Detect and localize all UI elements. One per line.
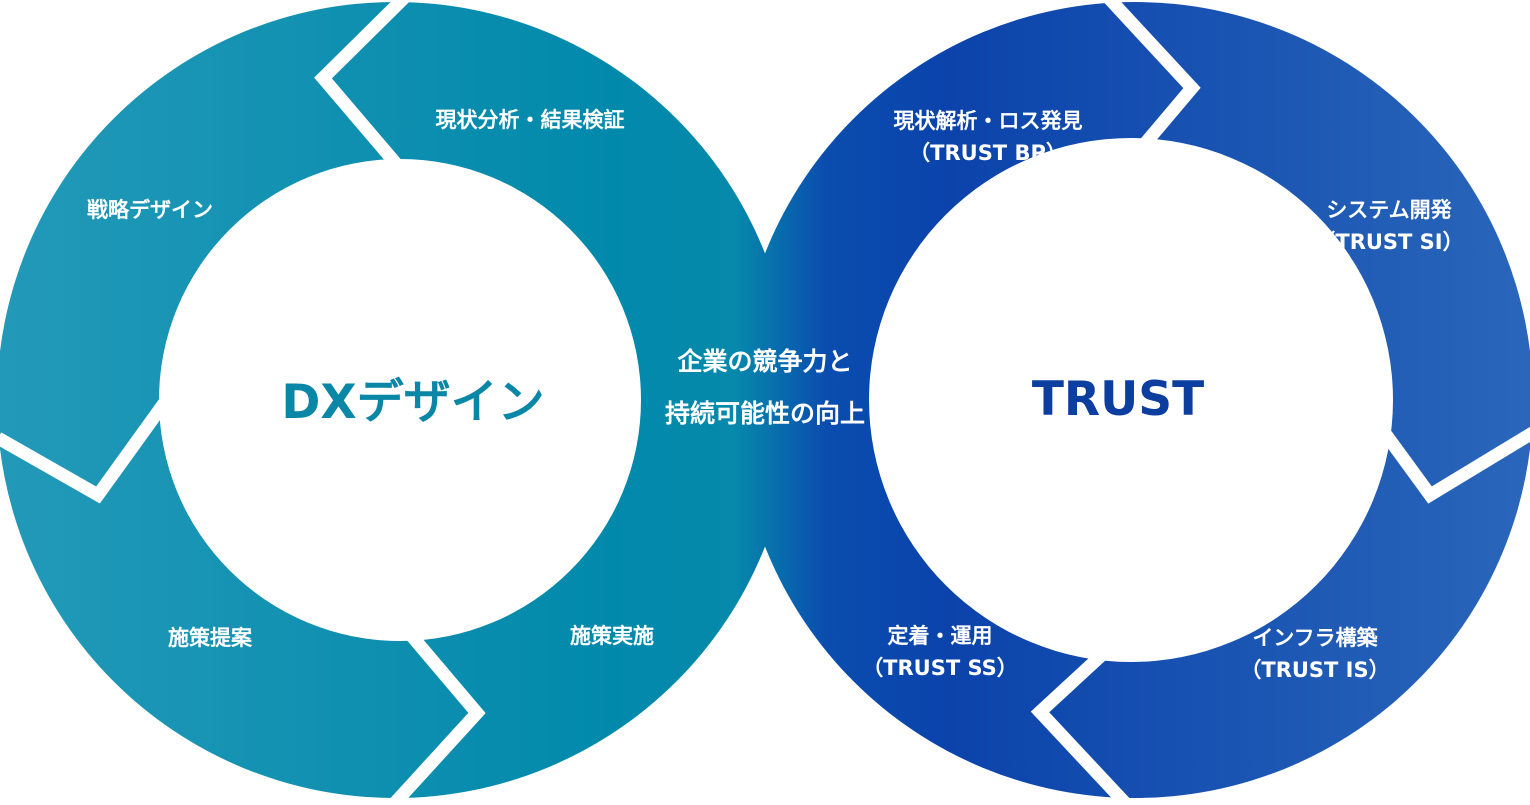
left-segment-proposal-label: 施策提案 xyxy=(168,626,253,650)
left-separators xyxy=(0,0,486,805)
right-segment-bp-label: 現状解析・ロス発見 xyxy=(894,109,1083,133)
right-segment-ss-sub: （TRUST SS） xyxy=(862,656,1018,680)
right-segment-bp-sub: （TRUST BP） xyxy=(909,141,1067,165)
right-segment-ss-label: 定着・運用 xyxy=(888,624,993,648)
left-inner-circle xyxy=(159,159,641,641)
right-segment-si-label: システム開発 xyxy=(1326,198,1452,222)
right-segment-is-label: インフラ構築 xyxy=(1252,626,1378,650)
left-segment-analysis-label: 現状分析・結果検証 xyxy=(436,108,625,132)
center-caption-line2: 持続可能性の向上 xyxy=(665,399,865,428)
left-loop-title: DXデザイン xyxy=(281,375,544,430)
right-loop-title: TRUST xyxy=(1032,372,1204,427)
separator-right-top xyxy=(1101,0,1201,177)
right-separators xyxy=(1030,0,1530,805)
separator-left-left xyxy=(0,398,171,504)
separator-right-bottom xyxy=(1030,623,1136,805)
right-segment-si-sub: （TRUST SI） xyxy=(1314,230,1463,254)
right-inner-circle xyxy=(869,138,1393,662)
separator-right-right xyxy=(1362,406,1530,504)
left-segment-strategy-label: 戦略デザイン xyxy=(87,198,213,222)
separator-left-bottom xyxy=(388,623,486,805)
center-caption-line1: 企業の競争力と xyxy=(677,347,852,376)
right-segment-is-sub: （TRUST IS） xyxy=(1240,658,1389,682)
separator-left-top xyxy=(314,0,412,171)
left-segment-execution-label: 施策実施 xyxy=(570,624,654,648)
